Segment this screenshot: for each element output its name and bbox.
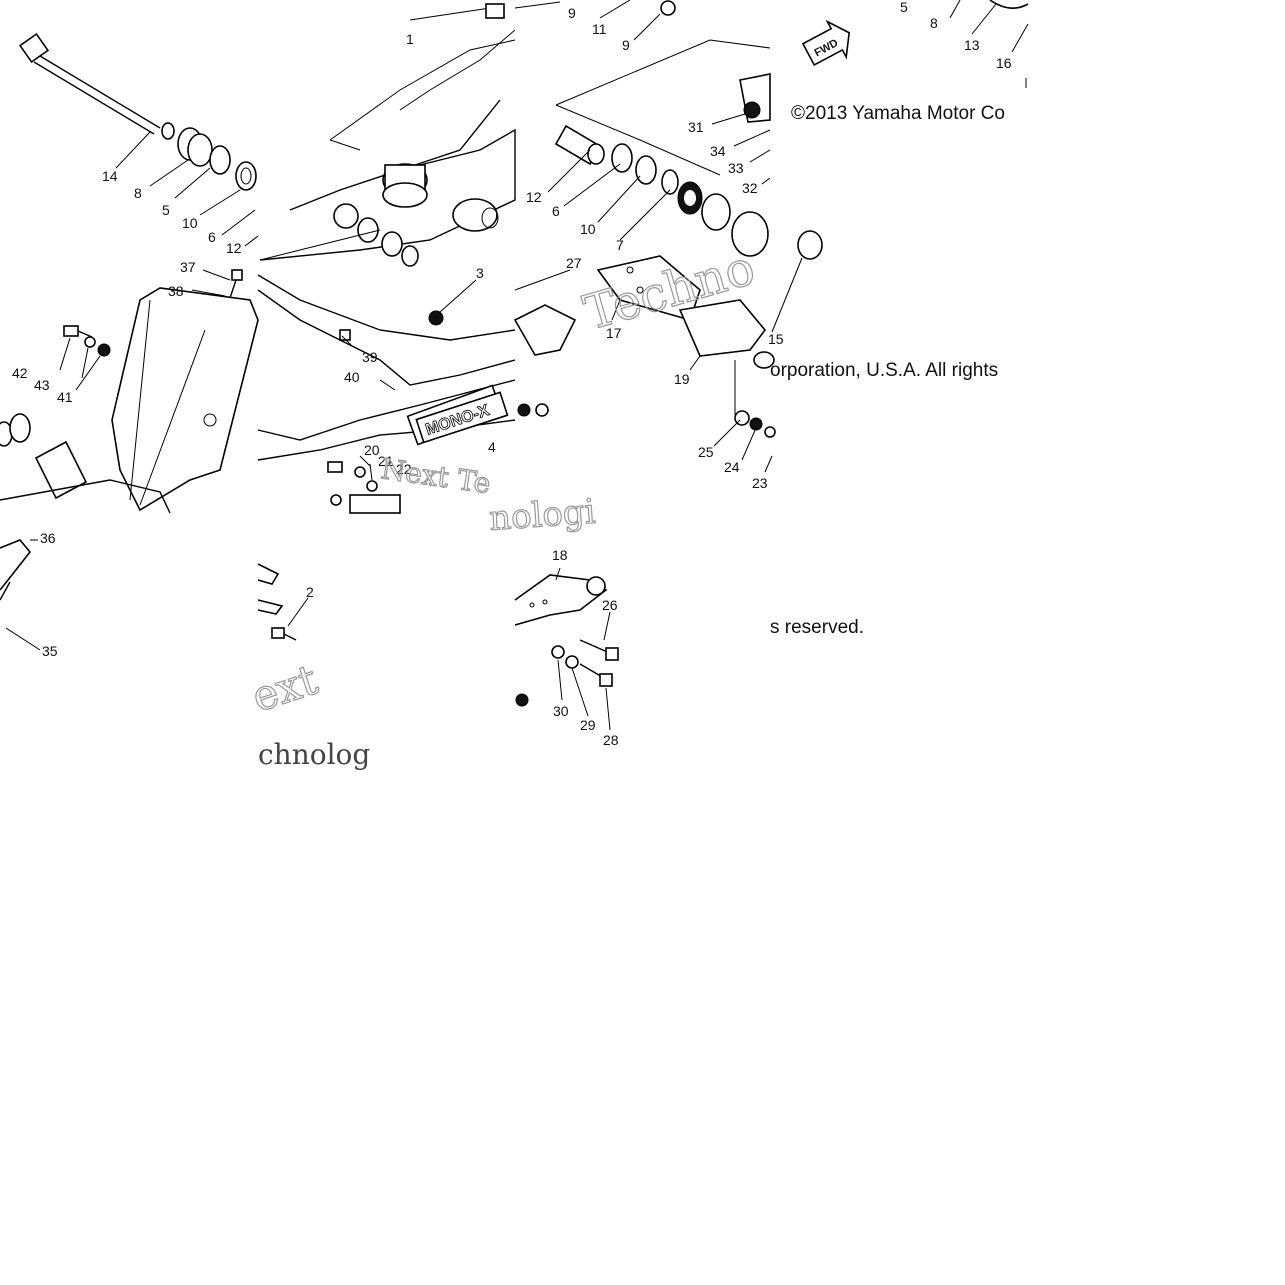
- chain-adjuster: [596, 255, 767, 357]
- bolt-26: [579, 639, 619, 661]
- callout-8b: 8: [930, 15, 938, 31]
- axle-nut: [797, 230, 823, 260]
- watermark-ext: ext: [246, 655, 323, 722]
- callout-20: 20: [364, 442, 380, 458]
- callout-9b: 9: [622, 37, 630, 53]
- callout-26: 26: [602, 597, 618, 613]
- callout-3: 3: [476, 265, 484, 281]
- tile-2: 1 3 39 40 20 21 22 4 MONO-X Next Te: [257, 3, 516, 514]
- callout-6: 6: [208, 229, 216, 245]
- lower-bushings: [0, 413, 171, 514]
- callout-5: 5: [162, 202, 170, 218]
- tile-4: FWD 5 8 13 16 ©2013 Yamaha Motor Co orpo…: [770, 0, 1029, 381]
- copyright-line-1: ©2013 Yamaha Motor Co: [791, 103, 1005, 124]
- callout-33: 33: [728, 160, 744, 176]
- callout-25: 25: [698, 444, 714, 460]
- bolt-set: [63, 269, 243, 357]
- callout-10: 10: [182, 215, 198, 231]
- callout-41: 41: [57, 389, 73, 405]
- callout-12b: 12: [526, 189, 542, 205]
- brace-18: [514, 574, 608, 626]
- callout-35: 35: [42, 643, 58, 659]
- bolt-2: [271, 627, 297, 641]
- callout-13: 13: [964, 37, 980, 53]
- nut-3: [428, 310, 444, 326]
- watermark-next-te: Next Te: [379, 452, 493, 500]
- callout-17: 17: [606, 325, 622, 341]
- callout-23: 23: [752, 475, 768, 491]
- tile-6: 2 ext chnolog: [245, 563, 370, 771]
- callout-30: 30: [553, 703, 569, 719]
- callout-42: 42: [12, 365, 28, 381]
- spacer-sleeve: [554, 124, 605, 166]
- bushing-set: [177, 127, 257, 191]
- callout-32: 32: [742, 180, 758, 196]
- tile-3: 31 34 33 32 12 6 10 7 27 17 19 15 25 24 …: [513, 0, 823, 491]
- callout-29: 29: [580, 717, 596, 733]
- callout-12: 12: [226, 240, 242, 256]
- pivot-seals: [333, 203, 419, 267]
- callout-1: 1: [406, 31, 414, 47]
- copyright-line-2: orporation, U.S.A. All rights: [770, 360, 998, 381]
- copyright-line-3: s reserved.: [770, 617, 864, 638]
- callout-31: 31: [688, 119, 704, 135]
- callout-38: 38: [168, 283, 184, 299]
- callout-5b: 5: [900, 0, 908, 15]
- callout-2: 2: [306, 584, 314, 600]
- callout-11: 11: [592, 21, 607, 37]
- pivot-boss: [382, 163, 499, 232]
- callout-43: 43: [34, 377, 50, 393]
- callout-37: 37: [180, 259, 196, 275]
- callout-6b: 6: [552, 203, 560, 219]
- callout-27: 27: [566, 255, 582, 271]
- watermark-chnolog: chnolog: [258, 738, 370, 771]
- bearing-seals: [611, 143, 769, 257]
- callout-39: 39: [362, 349, 378, 365]
- callout-14: 14: [102, 168, 118, 184]
- callout-10b: 10: [580, 221, 596, 237]
- tile-5: 36 35: [0, 530, 58, 659]
- callout-36: 36: [40, 530, 56, 546]
- bolt-set-lower: [327, 329, 401, 514]
- watermark-nologi: nologi: [488, 492, 597, 539]
- chain-guard: [111, 287, 259, 512]
- tile-7: nologi 18 26 30 29 28: [487, 491, 619, 748]
- callout-40: 40: [344, 369, 360, 385]
- callout-8: 8: [134, 185, 142, 201]
- fwd-arrow: FWD: [801, 19, 851, 67]
- washer-set: [734, 351, 776, 438]
- tile-1: 14 8 5 10 6 12 37 38 42 43 41: [0, 32, 259, 514]
- swingarm-end: [485, 3, 505, 19]
- bracket-31: [739, 73, 771, 123]
- callout-4: 4: [488, 439, 496, 455]
- callout-15: 15: [768, 331, 784, 347]
- callout-18: 18: [552, 547, 568, 563]
- callout-19: 19: [674, 371, 690, 387]
- pivot-shaft: [18, 32, 175, 140]
- bolt-28-set: [551, 645, 613, 687]
- callout-24: 24: [724, 459, 740, 475]
- tile-8: s reserved.: [770, 617, 864, 638]
- callout-9: 9: [568, 5, 576, 21]
- callout-16: 16: [996, 55, 1012, 71]
- callout-22: 22: [396, 461, 412, 477]
- callout-28: 28: [603, 732, 619, 748]
- callout-21: 21: [378, 453, 394, 469]
- callout-34: 34: [710, 143, 726, 159]
- callout-7: 7: [616, 237, 624, 253]
